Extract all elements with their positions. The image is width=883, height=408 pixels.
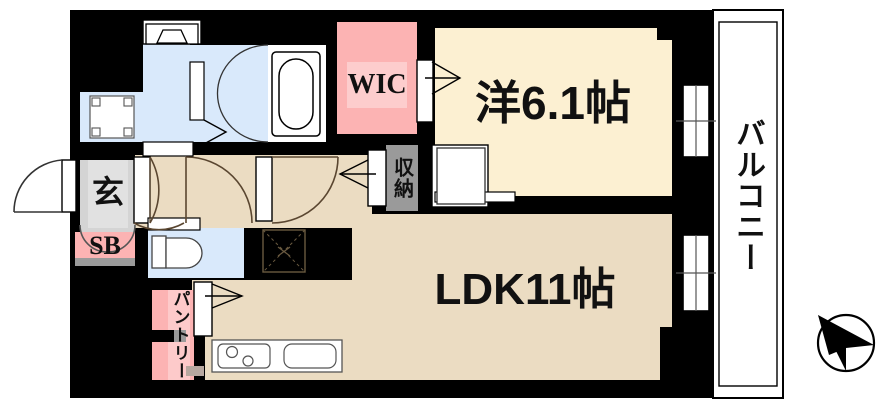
vanity-sink-icon — [145, 23, 199, 45]
bathtub-icon — [271, 51, 321, 137]
bath-ante-floor — [208, 45, 270, 142]
balcony-area — [712, 9, 784, 399]
fixtures — [89, 23, 486, 373]
hall-floor — [135, 155, 372, 228]
balcony-sliding-doors[interactable] — [676, 84, 716, 312]
kitchen-counter-icon — [211, 339, 343, 373]
toilet-bowl-icon — [151, 235, 203, 269]
sliding-door-arrows — [203, 61, 462, 309]
north-arrow-icon — [816, 313, 876, 373]
western-room-floor — [435, 28, 672, 196]
closet-x-mark-icon — [262, 229, 306, 273]
ldk-floor — [352, 214, 672, 380]
washing-machine-pan-icon — [89, 95, 135, 139]
western-room-closet-icon — [436, 147, 486, 205]
door-swing-arcs — [13, 44, 339, 253]
wic-floor — [337, 22, 417, 134]
storage-floor — [386, 145, 418, 211]
kitchen-sink-icon — [283, 343, 337, 369]
